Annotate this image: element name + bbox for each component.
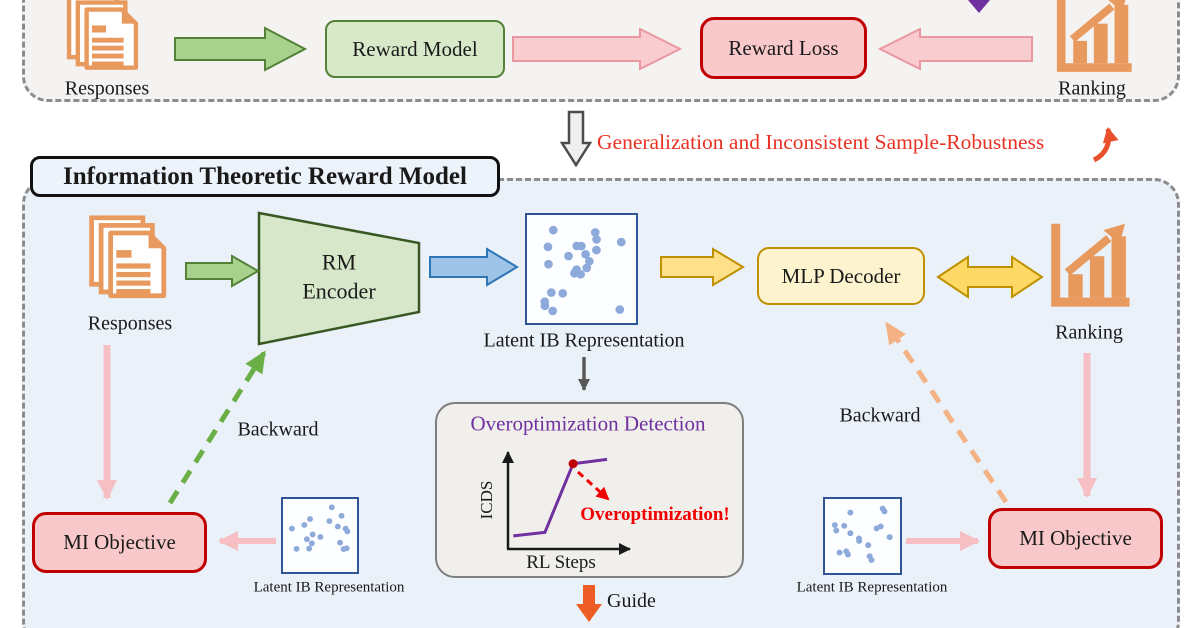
guide-label: Guide <box>607 590 656 612</box>
latent-dot <box>293 545 300 552</box>
reward-loss-box: Reward Loss <box>700 17 867 79</box>
rm-encoder-label: RM Encoder <box>302 249 376 303</box>
latent-dot <box>615 305 625 314</box>
latent-dot <box>544 259 553 269</box>
latent-dot <box>847 509 854 516</box>
latent-dots-icon <box>288 504 351 552</box>
mi-objective-right-box: MI Objective <box>988 508 1163 569</box>
latent-dot <box>540 301 550 311</box>
latent-dot <box>334 523 341 530</box>
latent-dot <box>833 527 840 534</box>
latent-dot <box>337 539 344 546</box>
ranking-bottom-label: Ranking <box>1055 321 1123 344</box>
latent-dot <box>584 257 594 266</box>
latent-dot <box>548 306 558 316</box>
latent-ib-small-left-box <box>281 497 359 574</box>
itrm-title: Information Theoretic Reward Model <box>63 162 467 190</box>
latent-dot <box>886 534 893 541</box>
latent-dot <box>306 545 313 552</box>
latent-dot <box>836 549 843 556</box>
latent-dot <box>616 237 626 247</box>
latent-dot <box>881 508 888 515</box>
mi-objective-right-label: MI Objective <box>1019 526 1132 550</box>
latent-dot <box>543 242 553 252</box>
latent-dot <box>844 551 851 558</box>
detection-title: Overoptimization Detection <box>470 411 706 436</box>
latent-ib-representation-box <box>525 213 638 325</box>
overoptimization-annotation: Overoptimization! <box>580 504 730 525</box>
ranking-top-label: Ranking <box>1058 77 1126 100</box>
latent-dot <box>841 522 848 529</box>
latent-dots-icon <box>831 505 893 563</box>
latent-dot <box>307 516 313 522</box>
latent-ib-small-right-label: Latent IB Representation <box>796 579 948 596</box>
icds-axis-label: ICDS <box>477 480 496 520</box>
responses-bottom-label: Responses <box>87 312 173 335</box>
latent-dot <box>592 245 601 255</box>
mlp-decoder-box: MLP Decoder <box>757 247 925 305</box>
latent-dot <box>564 251 573 261</box>
latent-dot <box>581 249 591 259</box>
itrm-title-box: Information Theoretic Reward Model <box>30 156 500 197</box>
mlp-decoder-label: MLP Decoder <box>781 263 901 288</box>
latent-dot <box>340 546 347 552</box>
latent-dot <box>317 533 324 540</box>
latent-dot <box>548 225 558 235</box>
reward-loss-label: Reward Loss <box>728 35 839 60</box>
latent-dot <box>288 525 295 532</box>
responses-top-label: Responses <box>64 77 150 100</box>
standard-reward-model-section <box>22 0 1180 102</box>
latent-dot <box>855 535 862 542</box>
backward-left-label: Backward <box>237 418 319 441</box>
latent-dot <box>326 518 333 525</box>
latent-dot <box>572 241 582 251</box>
latent-dot <box>582 263 592 273</box>
reward-model-box: Reward Model <box>325 20 505 78</box>
rl-steps-axis-label: RL Steps <box>526 552 596 573</box>
latent-dot <box>592 235 601 244</box>
transition-down-arrow <box>559 110 593 168</box>
robustness-up-arrow-icon <box>1092 127 1119 163</box>
latent-dot <box>308 540 315 547</box>
latent-dot <box>866 553 873 560</box>
latent-dot <box>847 530 854 537</box>
latent-dot <box>303 536 310 543</box>
latent-ib-label: Latent IB Representation <box>483 329 685 352</box>
latent-dots-icon <box>540 225 626 316</box>
latent-dot <box>865 542 872 549</box>
mi-objective-left-box: MI Objective <box>32 512 207 573</box>
mi-objective-left-label: MI Objective <box>63 530 176 554</box>
latent-dot <box>301 522 308 528</box>
latent-dot <box>309 531 316 538</box>
latent-dot <box>590 228 600 237</box>
latent-ib-small-right-box <box>823 497 902 575</box>
latent-ib-small-left-label: Latent IB Representation <box>253 579 405 596</box>
latent-dot <box>831 522 838 529</box>
latent-dot <box>344 528 351 535</box>
latent-dot <box>558 288 568 298</box>
backward-right-label: Backward <box>839 404 921 427</box>
latent-dot <box>546 288 556 297</box>
latent-dot <box>338 512 345 519</box>
latent-dot <box>570 269 579 278</box>
reward-model-label: Reward Model <box>352 36 478 61</box>
transition-label: Generalization and Inconsistent Sample-R… <box>597 130 1045 154</box>
latent-dot <box>328 504 335 511</box>
latent-dot <box>873 525 880 532</box>
